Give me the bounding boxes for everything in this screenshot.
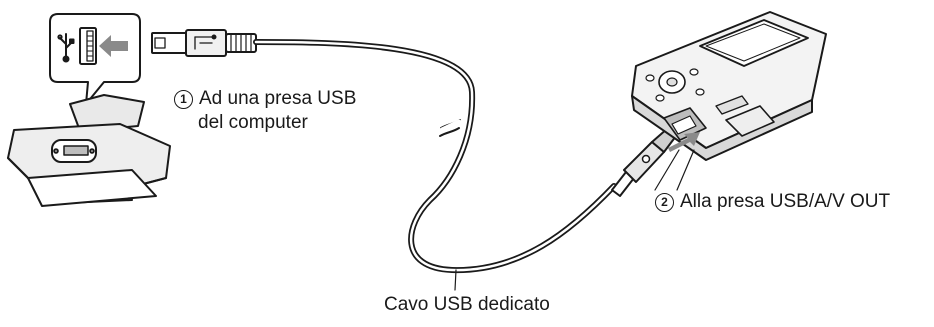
digital-camera [631, 11, 827, 161]
usb-callout-bubble [49, 13, 141, 105]
usb-symbol-icon [57, 33, 75, 63]
camera-port-label-text: Alla presa USB/A/V OUT [680, 191, 891, 212]
step-1-badge: 1 [174, 90, 193, 109]
usb-cable [253, 39, 617, 274]
camera-port-label: 2 Alla presa USB/A/V OUT [655, 190, 890, 213]
insert-arrow-icon [668, 132, 700, 152]
usb-port-icon [79, 27, 97, 65]
computer-port-label-line2: del computer [198, 112, 308, 133]
computer-port-label: 1 Ad una presa USB [174, 87, 356, 110]
arrow-left-icon [99, 35, 128, 57]
mini-usb-plug [611, 127, 677, 197]
cable-label: Cavo USB dedicato [384, 294, 550, 315]
usb-a-plug [151, 29, 257, 57]
step-2-badge: 2 [655, 193, 674, 212]
printer [7, 94, 171, 207]
leader-lines [454, 149, 695, 291]
computer-port-label-line1: Ad una presa USB [199, 88, 357, 109]
